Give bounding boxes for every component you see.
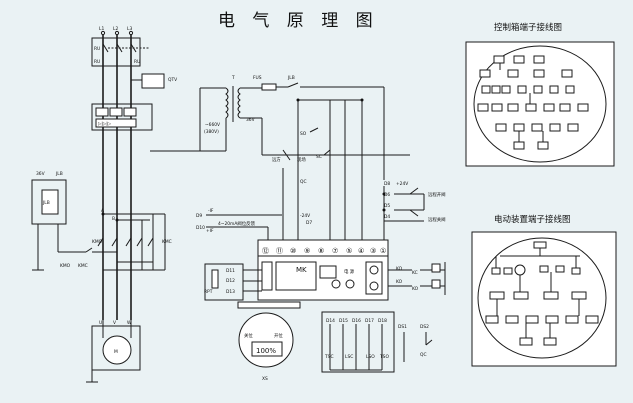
close-position-label: 关位 [244, 332, 253, 339]
d12-label: D12 [226, 278, 235, 284]
actuator-title: 电动装置端子接线图 [494, 214, 571, 225]
node-b: B [112, 216, 115, 222]
control-box-panel: 控制箱端子接线图 [465, 22, 615, 167]
d17-label: D17 [365, 318, 374, 324]
terminal-9: ⑨ [304, 247, 310, 255]
d16-label: D16 [352, 318, 361, 324]
control-wiring: SO SC 远方 现场 QC D8 +24V D6 D5 D4 远程开阀 远程关… [196, 99, 446, 240]
display-readout: 100% [256, 347, 276, 355]
terminal-5: ⑤ [346, 247, 352, 255]
remote-close-label: 远程关阀 [428, 216, 446, 223]
motor-label: M [114, 349, 118, 355]
controller-module: ⑫ ⑪ ⑩ ⑨ ⑧ ⑦ ⑤ ④ ③ ① MK 电 源 KO KC KO KO [257, 239, 446, 301]
ds1-label: DS1 [398, 324, 407, 330]
terminal-w: W [127, 320, 132, 326]
aux-jlb: JLB [55, 171, 63, 177]
terminal-u: U [99, 320, 102, 326]
tsc-label: TSC [324, 354, 334, 360]
terminal-4: ④ [358, 247, 364, 255]
display-section: 关位 开位 100% XS [237, 301, 301, 382]
power-section: L1 L2 L3 RU RU RU QTV ▷|▷|▷ T ~660V [86, 26, 410, 383]
primary-voltage: ~660V [205, 122, 220, 128]
terminal-8: ⑧ [318, 247, 324, 255]
d4-label: D4 [384, 214, 390, 220]
terminal-11: ⑪ [276, 247, 283, 255]
open-position-label: 开位 [274, 332, 283, 339]
d10-label: D10 [196, 225, 205, 231]
phase-l3: L3 [127, 26, 132, 32]
phase-l1: L1 [99, 26, 104, 32]
ru-label-3: RU [134, 59, 140, 65]
kmc-contactor: KMC [162, 239, 172, 245]
remote-label: 远方 [272, 156, 281, 163]
transformer-label: T [231, 75, 235, 81]
lso-label: LSO [366, 354, 375, 360]
ru-label-1: RU [94, 46, 100, 52]
terminal-12: ⑫ [262, 247, 269, 255]
aux-36v: 36V [36, 171, 45, 177]
terminal-3: ③ [370, 247, 376, 255]
plus-if-label: +IF [206, 228, 214, 234]
jlb-top-label: JLB [287, 75, 295, 81]
d18-label: D18 [378, 318, 387, 324]
svg-text:▷|▷|▷: ▷|▷|▷ [98, 121, 112, 127]
aux-kmc: KMC [78, 263, 88, 269]
ko-label-2: KO [412, 286, 419, 292]
d7-label: D7 [306, 220, 312, 226]
feedback-label: 4~20mA阀位反馈 [218, 220, 256, 227]
limit-switch-section: D14 D15 D16 D17 D18 TSC LSC LSO TSO DS1 … [321, 311, 433, 373]
node-a: A [101, 208, 104, 214]
d9-label: D9 [196, 213, 202, 219]
aux-section: 36V JLB JLB KMO KMC [31, 171, 117, 271]
d8-label: D8 [384, 181, 390, 187]
ru-label-2: RU [94, 59, 100, 65]
minus-if-label: -IF [208, 208, 214, 214]
junction-dots [101, 98, 386, 222]
d13-label: D13 [226, 289, 235, 295]
secondary-voltage: 36V [246, 117, 255, 123]
kmo-contactor: KMO [92, 239, 103, 245]
terminal-1: ① [380, 247, 386, 255]
diagram-title: 电 气 原 理 图 [218, 11, 379, 31]
sc-switch: SC [316, 154, 322, 160]
phase-l2: L2 [113, 26, 118, 32]
qc-selector: QC [300, 179, 307, 185]
local-label: 现场 [297, 156, 306, 163]
d6-label: D6 [384, 192, 390, 198]
rpt-section: D11 D12 D13 RPT [204, 263, 262, 301]
qtv-label: QTV [168, 77, 177, 83]
power-label: 电 源 [344, 268, 355, 275]
d14-label: D14 [326, 318, 335, 324]
ds2-label: DS2 [420, 324, 429, 330]
primary-voltage-alt: (380V) [204, 129, 219, 135]
terminal-10: ⑩ [290, 247, 296, 255]
d15-label: D15 [339, 318, 348, 324]
ko-label-1: KO [396, 279, 403, 285]
aux-kmo: KMO [60, 263, 71, 269]
so-switch: SO [300, 131, 307, 137]
mk-label: MK [296, 266, 307, 274]
ko-label-3: KO [396, 266, 403, 272]
minus24-label: -24V [300, 213, 310, 219]
qc-lower: QC [420, 352, 427, 358]
d11-label: D11 [226, 268, 235, 274]
control-box-title: 控制箱端子接线图 [494, 22, 562, 33]
actuator-panel: 电动装置端子接线图 [471, 214, 617, 367]
rpt-label: RPT [204, 289, 213, 295]
remote-open-label: 远程开阀 [428, 191, 446, 198]
fuse-label: FUS [253, 75, 262, 81]
aux-jlb-box: JLB [42, 200, 50, 206]
d5-label: D5 [384, 203, 390, 209]
kc-label: KC [412, 270, 418, 276]
xs-label: XS [262, 376, 268, 382]
terminal-7: ⑦ [332, 247, 338, 255]
lsc-label: LSC [345, 354, 353, 360]
tso-label: TSO [379, 354, 389, 360]
terminal-v: V [113, 320, 116, 326]
plus24-label: +24V [396, 181, 408, 187]
